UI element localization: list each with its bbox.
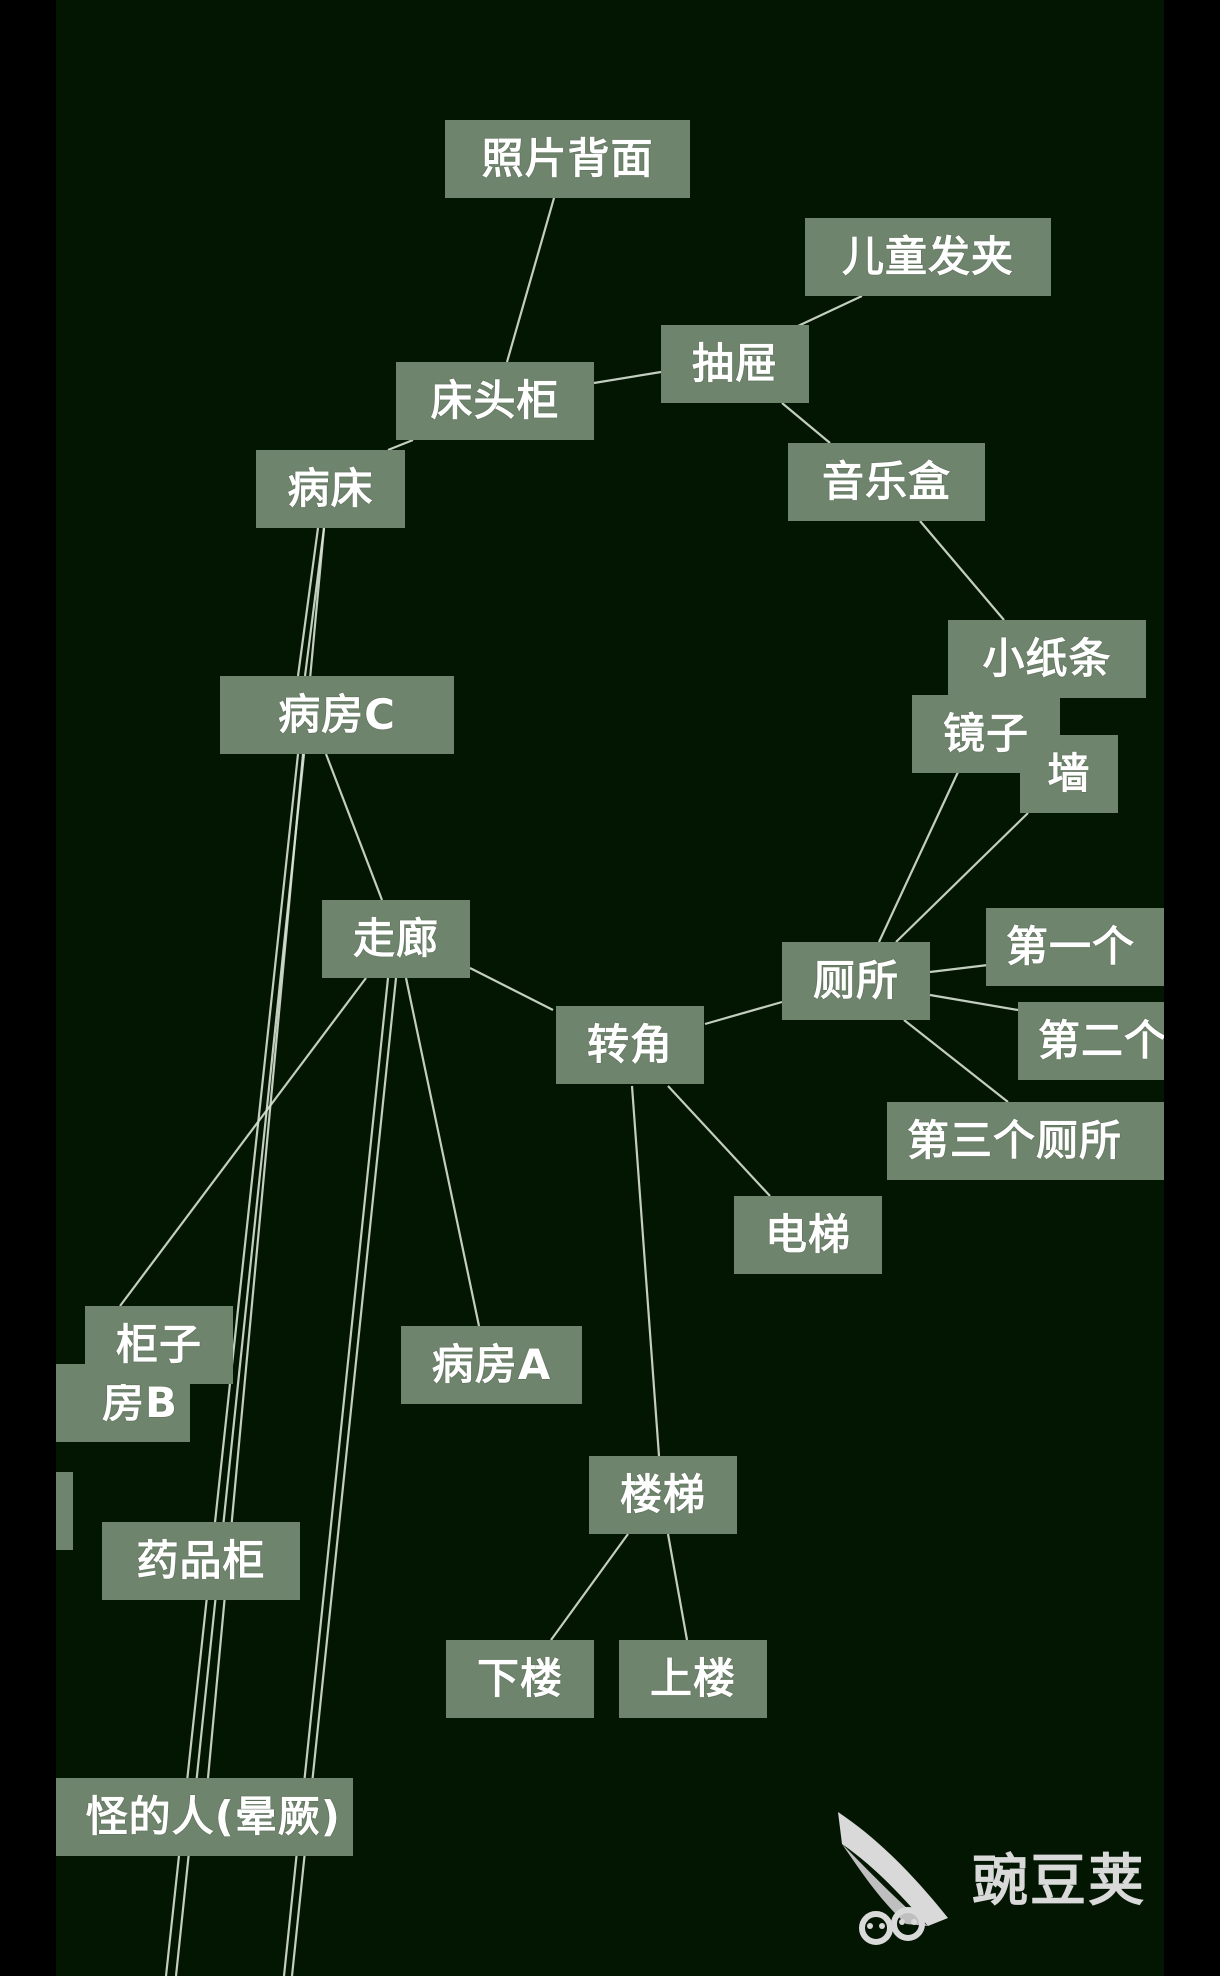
- node-stall-1[interactable]: 第一个: [986, 908, 1164, 986]
- edge-drawer-music-box: [781, 402, 831, 444]
- node-nightstand[interactable]: 床头柜: [396, 362, 594, 440]
- edge-ward-c-corridor: [324, 753, 384, 901]
- edge-corner-elevator: [667, 1085, 771, 1197]
- pea-pod-logo-icon: [838, 1812, 948, 1945]
- node-medicine-cabinet[interactable]: 药品柜: [102, 1522, 300, 1600]
- edge-toilet-mirror: [878, 771, 959, 943]
- edge-corridor-ward-a: [404, 977, 481, 1327]
- edge-drawer-hairclip: [797, 295, 863, 327]
- edge-ward-c-medicine-cabinet: [174, 753, 306, 1976]
- node-clipped[interactable]: [56, 1472, 73, 1550]
- mind-map-edges: [119, 197, 1029, 1976]
- node-cabinet[interactable]: 柜子: [85, 1306, 233, 1384]
- edge-music-box-note: [919, 520, 1005, 621]
- edge-nightstand-drawer: [593, 370, 662, 385]
- edge-toilet-stall-1: [929, 963, 989, 974]
- node-stairs[interactable]: 楼梯: [589, 1456, 737, 1534]
- node-music-box[interactable]: 音乐盒: [788, 443, 985, 521]
- node-ward-c[interactable]: 病房C: [220, 676, 454, 754]
- edge-corner-stairs: [630, 1085, 661, 1457]
- edge-photo-back-nightstand: [505, 197, 556, 363]
- node-wall[interactable]: 墙: [1020, 735, 1118, 813]
- edge-toilet-stall-2: [929, 993, 1019, 1012]
- edge-stairs-upstairs: [666, 1533, 689, 1641]
- node-corner[interactable]: 转角: [556, 1006, 704, 1084]
- mind-map-canvas[interactable]: 照片背面 儿童发夹 抽屉 床头柜 病床 音乐盒 小纸条 镜子 墙 病房C 走廊 …: [56, 0, 1164, 1976]
- node-stall-2[interactable]: 第二个: [1018, 1002, 1164, 1080]
- node-ward-a[interactable]: 病房A: [401, 1326, 582, 1404]
- edge-corner-toilet: [704, 1000, 783, 1026]
- node-corridor[interactable]: 走廊: [322, 900, 470, 978]
- edge-toilet-wall: [895, 812, 1029, 943]
- edge-corridor-cabinet: [119, 977, 367, 1307]
- node-stall-3[interactable]: 第三个厕所: [887, 1102, 1164, 1180]
- edge-bed-ward-c-strand: [296, 527, 320, 677]
- node-hairclip[interactable]: 儿童发夹: [805, 218, 1051, 296]
- watermark-text: 豌豆荚: [972, 1849, 1146, 1914]
- watermark: 豌豆荚: [820, 1800, 1180, 1950]
- node-strange-person[interactable]: 怪的人(晕厥): [56, 1778, 353, 1856]
- node-downstairs[interactable]: 下楼: [446, 1640, 594, 1718]
- edge-nightstand-bed: [387, 438, 414, 452]
- node-elevator[interactable]: 电梯: [734, 1196, 882, 1274]
- edge-corridor-corner: [469, 967, 554, 1011]
- node-upstairs[interactable]: 上楼: [619, 1640, 767, 1718]
- edge-stairs-downstairs: [550, 1533, 629, 1641]
- node-photo-back[interactable]: 照片背面: [445, 120, 690, 198]
- node-note[interactable]: 小纸条: [948, 620, 1146, 698]
- edge-toilet-stall-3: [903, 1019, 1009, 1103]
- node-toilet[interactable]: 厕所: [782, 942, 930, 1020]
- node-drawer[interactable]: 抽屉: [661, 325, 809, 403]
- node-bed[interactable]: 病床: [256, 450, 405, 528]
